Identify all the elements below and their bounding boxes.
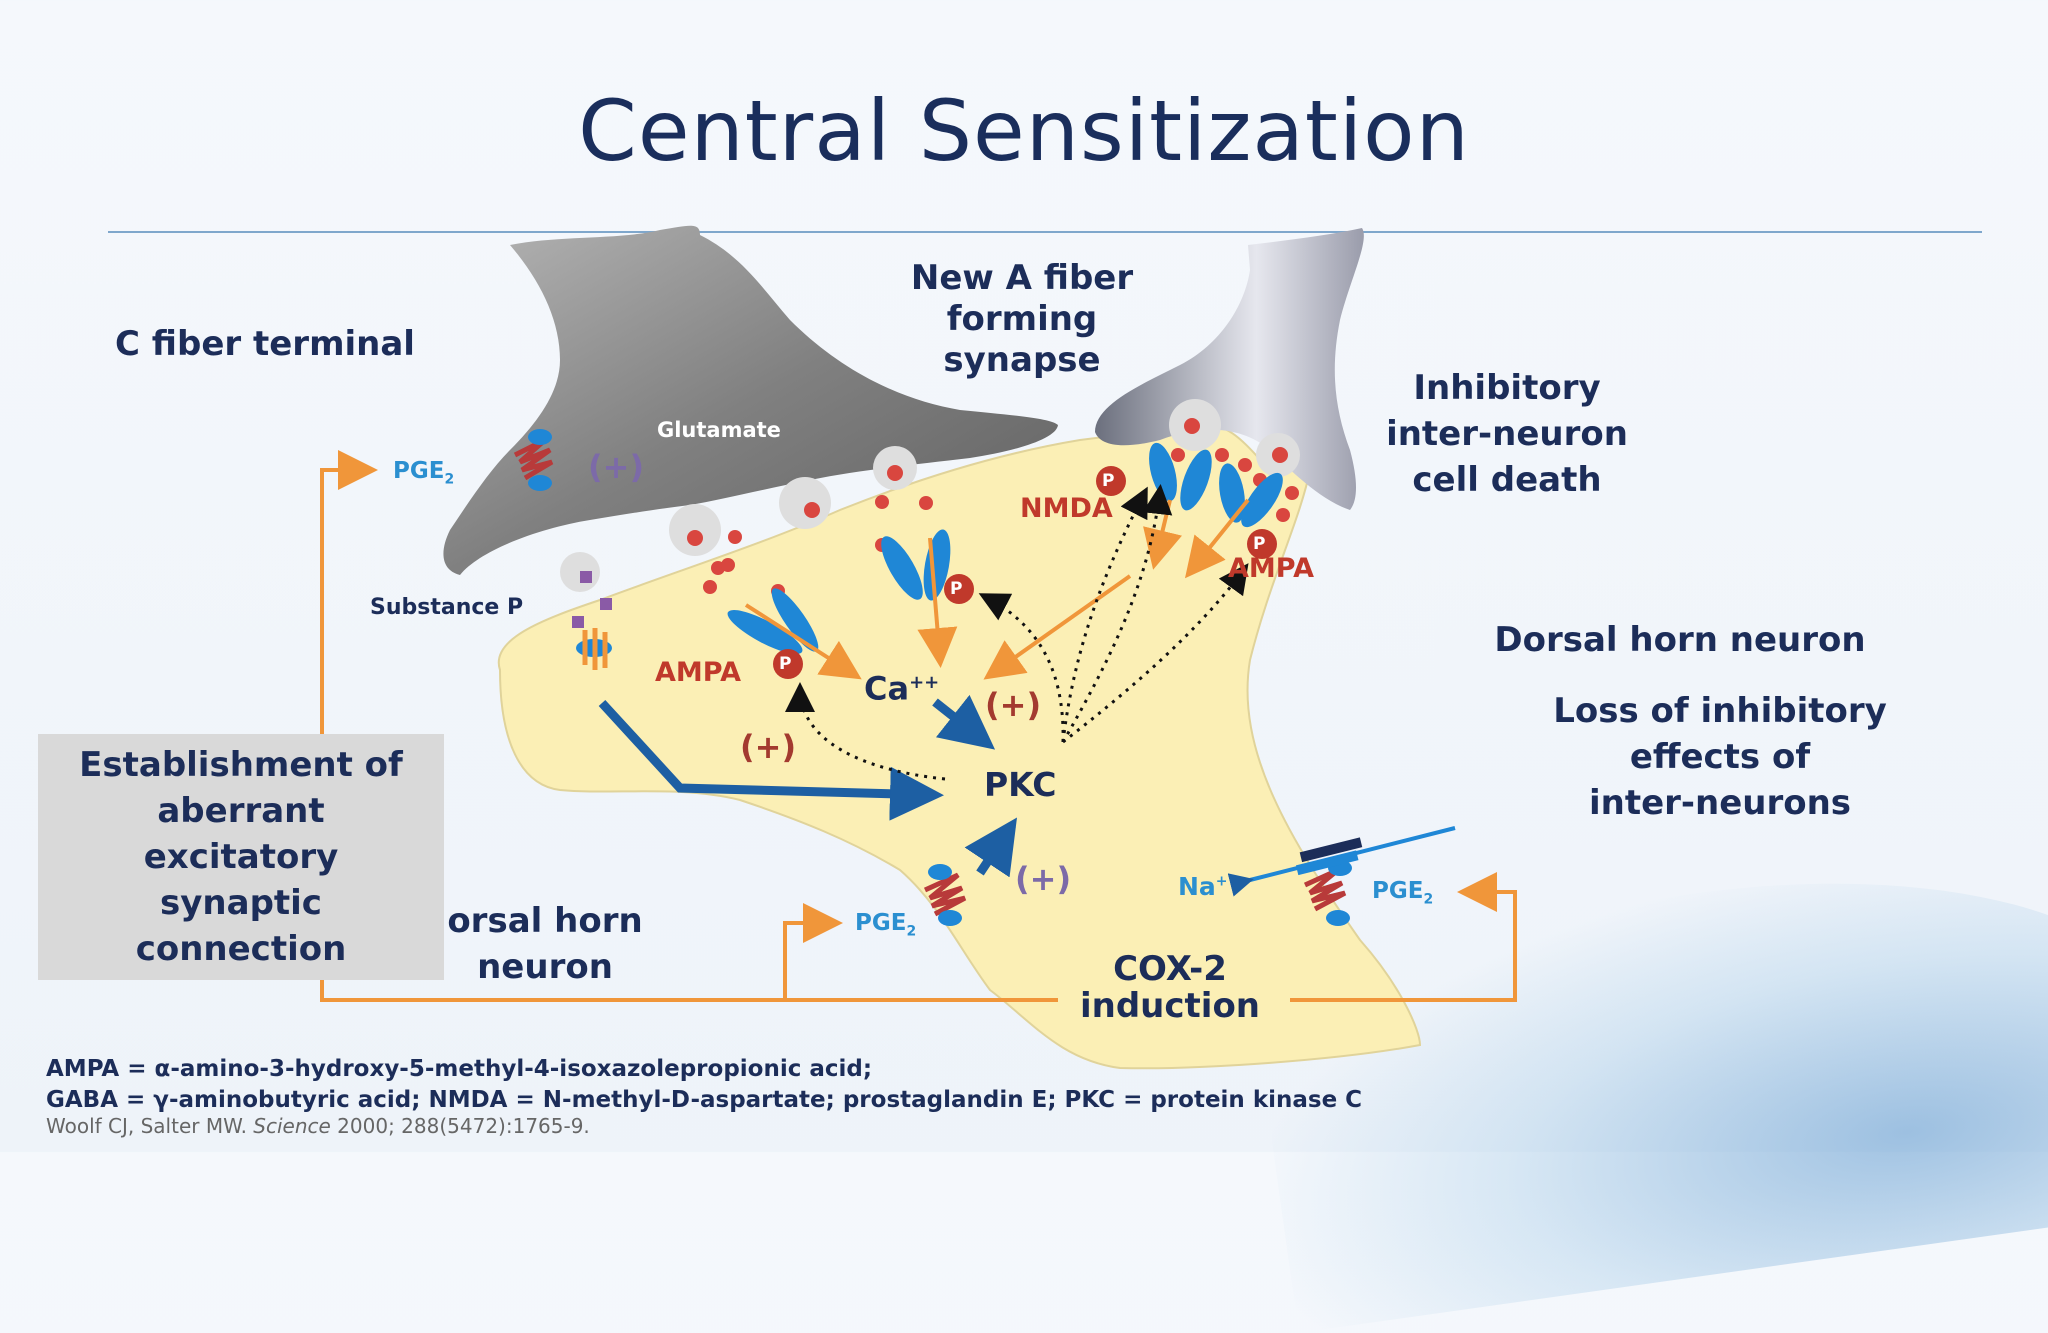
inhibitory-cell-death-label: Inhibitory inter-neuron cell death [1386, 368, 1628, 500]
phospho-p-2: P [950, 579, 963, 599]
pge2-text: PGE [855, 910, 907, 936]
phospho-p-1: P [779, 654, 792, 674]
pge2-receptor-bottom [923, 864, 967, 926]
orange-influx-arrows [744, 498, 1250, 680]
dorsal-horn-neuron-bottom-label: orsal horn neuron [447, 901, 643, 987]
ampa-left-label: AMPA [655, 657, 741, 688]
calcium-charge: ++ [909, 672, 940, 693]
c-fiber-terminal-label: C fiber terminal [115, 324, 415, 364]
dotted-feedback-arrows [785, 484, 1249, 781]
calcium-ion-label: Ca++ [864, 660, 939, 712]
footnote-line-1: AMPA = α-amino-3-hydroxy-5-methyl-4-isox… [46, 1056, 873, 1082]
plus-sign-left: (+) [740, 728, 797, 766]
pge2-label-top: PGE2 [393, 458, 454, 488]
cox2-induction-label: COX-2 induction [1079, 949, 1261, 1026]
plus-sign-bottom: (+) [1015, 860, 1072, 898]
glutamate-vesicles [669, 399, 1300, 598]
pge2-text: PGE [1372, 878, 1424, 904]
pge2-label-right: PGE2 [1372, 878, 1433, 908]
plus-sign-calcium: (+) [985, 686, 1042, 724]
pge2-subscript: 2 [444, 471, 455, 488]
aberrant-connection-box: Establishment of aberrant excitatory syn… [38, 734, 444, 980]
pkc-label: PKC [984, 765, 1057, 804]
citation-authors: Woolf CJ, Salter MW. [46, 1114, 254, 1138]
footnote-line-2: GABA = γ-aminobutyric acid; NMDA = N-met… [46, 1087, 1363, 1113]
substance-p-label: Substance P [370, 595, 524, 620]
sodium-channel [1227, 826, 1456, 897]
loss-of-inhibitory-label: Loss of inhibitory effects of inter-neur… [1553, 691, 1887, 823]
pge2-subscript: 2 [906, 923, 917, 940]
ampa-receptor-left [727, 588, 819, 654]
dorsal-horn-neuron-label: Dorsal horn neuron [1494, 620, 1866, 660]
c-fiber-terminal [443, 225, 1058, 575]
a-fiber-terminal [1095, 228, 1364, 510]
title-divider [108, 231, 1982, 233]
slide-title: Central Sensitization [578, 82, 1470, 180]
plus-sign-top: (+) [588, 448, 645, 486]
blue-pkc-arrows [598, 694, 1017, 878]
sodium-ion-label: Na+ [1178, 872, 1228, 901]
pge2-label-bottom: PGE2 [855, 910, 916, 940]
nmda-label: NMDA [1020, 493, 1113, 524]
citation: Woolf CJ, Salter MW. Science 2000; 288(5… [46, 1114, 590, 1138]
new-a-fiber-label: New A fiber forming synapse [910, 258, 1134, 380]
phospho-p-3: P [1102, 471, 1115, 491]
pge2-text: PGE [393, 458, 445, 484]
citation-details: 2000; 288(5472):1765-9. [330, 1114, 590, 1138]
sensitization-diagram [320, 225, 1517, 1070]
phospho-markers [773, 466, 1277, 679]
substance-p-vesicle [560, 552, 612, 670]
aberrant-connection-text: Establishment of aberrant excitatory syn… [79, 745, 403, 969]
glutamate-label: Glutamate [657, 418, 781, 442]
pge2-receptor-top [513, 429, 554, 491]
calcium-text: Ca [864, 669, 910, 708]
ampa-receptor-right [1219, 463, 1283, 528]
citation-journal: Science [253, 1114, 331, 1138]
sodium-text: Na [1178, 872, 1216, 901]
pge2-subscript: 2 [1423, 891, 1434, 908]
sodium-charge: + [1215, 873, 1228, 890]
ampa-right-label: AMPA [1228, 553, 1314, 584]
phospho-p-4: P [1253, 534, 1266, 554]
